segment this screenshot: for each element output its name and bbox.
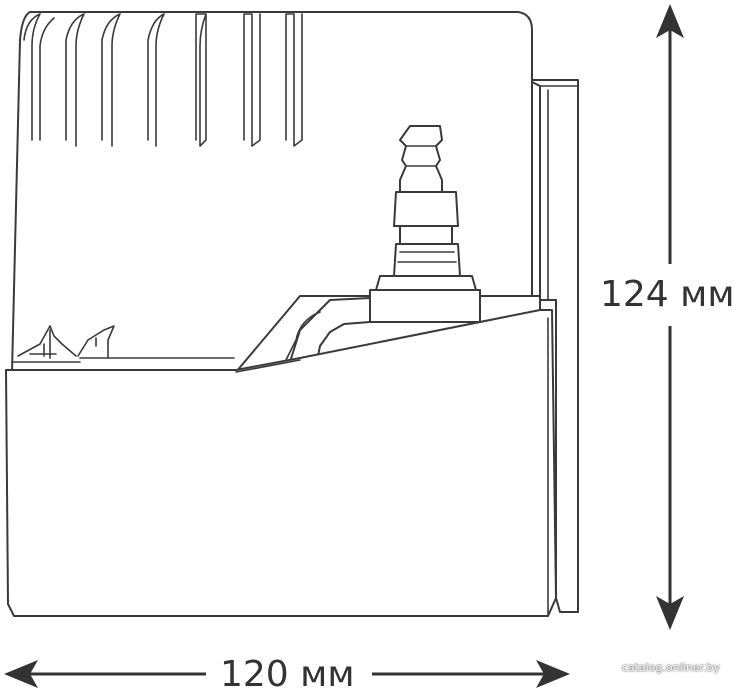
arrow-right-icon bbox=[536, 660, 570, 688]
watermark-text: catalog.onliner.by bbox=[621, 661, 720, 674]
height-dimension bbox=[656, 4, 684, 630]
ventilation-slots bbox=[23, 13, 303, 147]
arrow-down-icon bbox=[656, 596, 684, 630]
reservoir-tank bbox=[5, 309, 557, 617]
width-dimension bbox=[4, 660, 570, 688]
width-label: 120 мм bbox=[216, 657, 359, 693]
height-label: 124 мм bbox=[598, 274, 737, 315]
arrow-up-icon bbox=[656, 4, 684, 38]
inlet-details bbox=[11, 325, 235, 363]
arrow-left-icon bbox=[4, 660, 38, 688]
